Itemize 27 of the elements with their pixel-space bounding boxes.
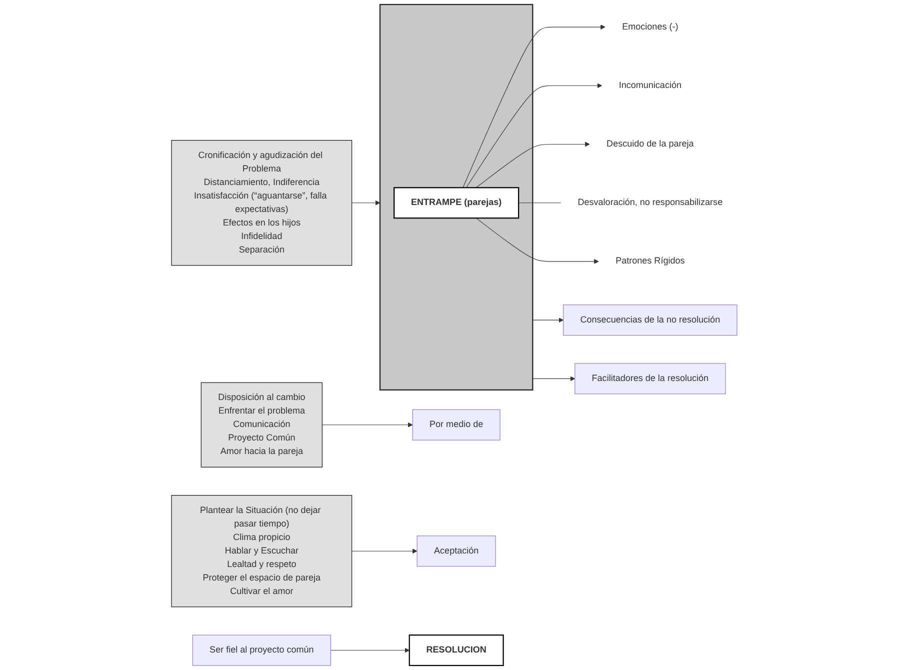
cluster	[379, 4, 534, 390]
arrow	[352, 548, 418, 554]
arrow	[352, 200, 380, 206]
node-box: Cronificación y agudización del Problema Distanciamiento, Indiferencia Insatisfacción (“aguantarse”, falla expectativas) Efectos en los hijos Infidelidad Separación	[171, 140, 352, 266]
node-box: Facilitadores de la resolución	[574, 363, 726, 394]
arrow	[476, 218, 599, 264]
node-box: Plantear la Situación (no dejar pasar tiempo) Clima propicio Hablar y Escuchar Lealtad y respeto Proteger el espacio de pareja Cultivar el amor	[171, 495, 352, 608]
arrow	[462, 24, 606, 188]
arrow	[532, 376, 576, 382]
node-box: RESOLUCION	[408, 634, 504, 666]
arrow	[466, 83, 602, 188]
node-box: ENTRAMPE (parejas)	[394, 187, 520, 219]
node-text: Descuido de la pareja	[606, 139, 694, 149]
node-text: Incomunicación	[618, 80, 682, 90]
node-box: Aceptación	[416, 536, 496, 567]
arrow	[322, 422, 413, 428]
node-box: Consecuencias de la no resolución	[563, 304, 738, 336]
node-text: Desvaloración, no responsabilizarse	[578, 198, 723, 208]
node-box: Disposición al cambio Enfrentar el problema Comunicación Proyecto Común Amor hacia la pareja	[200, 382, 322, 468]
node-text: Patrones Rígidos	[616, 256, 685, 266]
arrow	[330, 648, 410, 653]
node-box: Por medio de	[412, 409, 500, 440]
connector	[518, 202, 562, 204]
arrow	[476, 142, 590, 188]
arrow	[532, 318, 564, 323]
node-text: Emociones (-)	[622, 22, 678, 32]
node-box: Ser fiel al proyecto común	[192, 634, 331, 666]
